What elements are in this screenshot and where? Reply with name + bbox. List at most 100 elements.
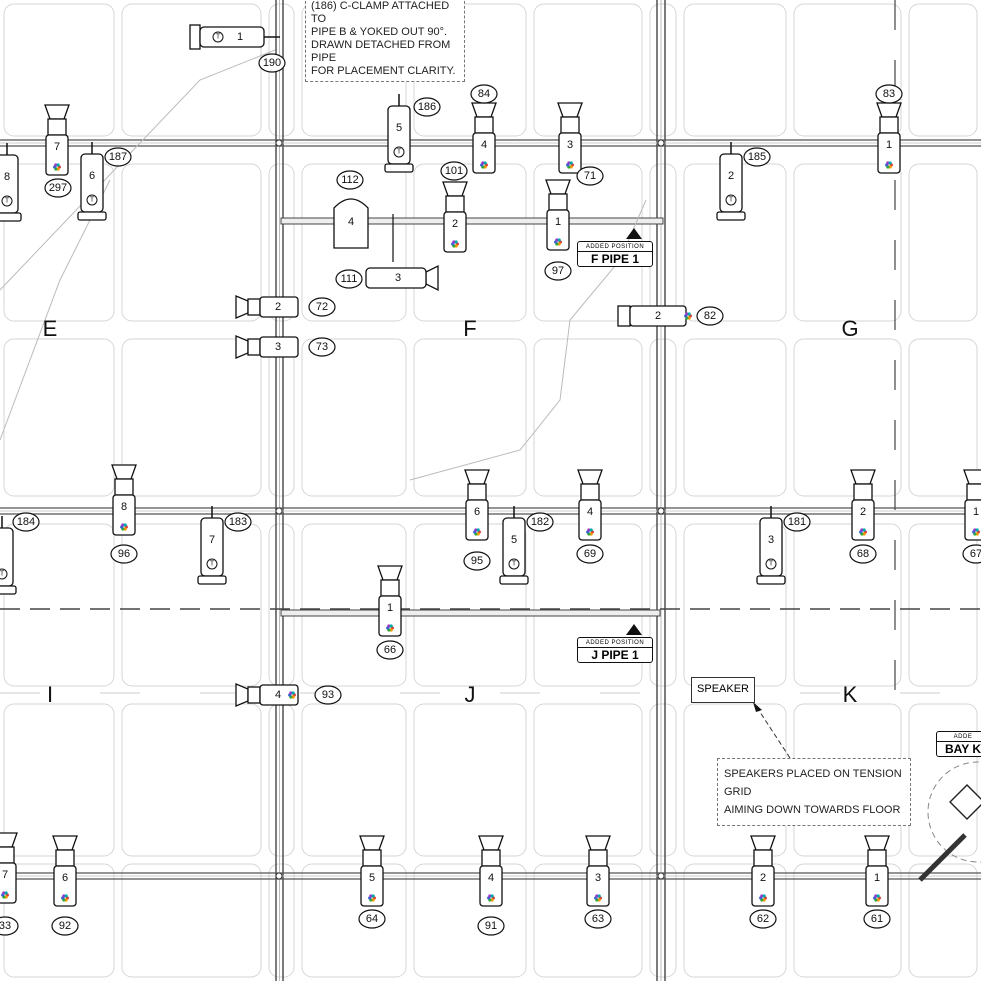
- channel-bubble: [576, 166, 604, 186]
- fixture: 166: [376, 565, 404, 660]
- grid-bay: [649, 863, 677, 978]
- grid-bay: [268, 863, 295, 978]
- fixture-t-letter: T: [769, 561, 774, 568]
- unit-number: 4: [348, 216, 354, 228]
- fixture-body: [53, 865, 77, 907]
- fixture-t-mark: [393, 146, 405, 158]
- fixture-t-mark: [508, 558, 520, 570]
- color-dot: [64, 898, 68, 902]
- fixture-t-mark: [765, 558, 777, 570]
- color-dot: [557, 238, 561, 242]
- speaker-label: SPEAKER: [691, 677, 755, 703]
- grid-bay: [121, 3, 262, 137]
- grid-bay: [268, 338, 295, 497]
- unit-number: 3: [768, 534, 774, 546]
- zone-label-f: F: [463, 316, 477, 341]
- channel-number: 92: [59, 920, 71, 932]
- fixture-barrel: [247, 338, 261, 356]
- channel-number: 64: [366, 913, 378, 925]
- color-dot: [4, 895, 8, 899]
- channel-bubble: [413, 97, 441, 117]
- grid-bay: [793, 338, 902, 497]
- fixture-lens: [585, 835, 611, 851]
- channel-number: 181: [788, 516, 806, 528]
- channel-number: 72: [316, 301, 328, 313]
- grid-bay: [793, 863, 902, 978]
- grid-bay: [793, 163, 902, 322]
- color-dot: [483, 165, 487, 169]
- fixture-t-letter: T: [5, 198, 10, 205]
- grid-bay: [3, 703, 115, 857]
- j-pipe-tag: ADDED POSITION J PIPE 1: [577, 637, 653, 663]
- unit-number: 8: [121, 501, 127, 513]
- clamp-note-line: FOR PLACEMENT CLARITY.: [311, 65, 456, 77]
- fixture-lens: [557, 102, 583, 118]
- channel-number: 186: [418, 101, 436, 113]
- fixture-body: [479, 865, 503, 907]
- unit-number: 2: [728, 170, 734, 182]
- grid-bay: [649, 338, 677, 497]
- color-dot: [587, 528, 591, 532]
- fixture-t-letter: T: [0, 571, 5, 578]
- channel-number: 61: [871, 913, 883, 925]
- fixture-body: [112, 494, 136, 536]
- grid-bay: [268, 703, 295, 857]
- color-dot: [762, 898, 766, 902]
- fixture-yoke: [0, 212, 22, 222]
- color-dot: [289, 691, 293, 695]
- color-dot: [975, 532, 979, 536]
- color-dot: [2, 891, 6, 895]
- clamp-note-line: PIPE B & YOKED OUT 90°.: [311, 26, 448, 38]
- fixture-yoke: [197, 575, 227, 585]
- bay-k-tag: ADDE BAY K: [936, 731, 981, 757]
- zone-label-e: E: [42, 316, 58, 341]
- fixture-barrel: [588, 849, 608, 867]
- fixture-barrel: [247, 298, 261, 316]
- f-pipe-tag: ADDED POSITION F PIPE 1: [577, 241, 653, 267]
- channel-number: 82: [704, 310, 716, 322]
- fixture-body: [558, 132, 582, 174]
- clamp-note-line: DRAWN DETACHED FROM PIPE: [311, 39, 451, 64]
- color-dot: [597, 894, 601, 898]
- fixture: 896: [110, 464, 138, 564]
- fixture-barrel: [445, 195, 465, 213]
- grid-bay: [908, 703, 978, 857]
- grid-bay: [649, 703, 677, 857]
- unit-number: 1: [973, 506, 979, 518]
- channel-number: 93: [322, 689, 334, 701]
- fixture-body: [546, 209, 570, 251]
- grid-bay: [3, 523, 115, 687]
- unit-number: 2: [860, 506, 866, 518]
- color-dot: [876, 894, 880, 898]
- grid-bay: [121, 338, 262, 497]
- color-dot: [876, 898, 880, 902]
- fixture-barrel: [467, 483, 487, 501]
- color-dot: [291, 691, 295, 695]
- fixture-barrel: [55, 849, 75, 867]
- unit-number: 1: [387, 602, 393, 614]
- channel-bubble: [0, 916, 19, 936]
- grid-bay: [908, 523, 978, 687]
- grid-bay: [121, 863, 262, 978]
- channel-number: 190: [263, 57, 281, 69]
- color-dot: [476, 532, 480, 536]
- fixture-lens: [617, 305, 631, 327]
- channel-bubble: [526, 512, 554, 532]
- channel-number: 112: [341, 174, 359, 186]
- fixture-yoke: [77, 211, 107, 221]
- fixture-lens: [464, 469, 490, 485]
- channel-number: 68: [857, 548, 869, 560]
- fixture-lens: [442, 181, 468, 197]
- grid-bay: [413, 703, 527, 857]
- bay-k-tag-small: ADDE: [937, 732, 981, 742]
- fixture-lens: [545, 179, 571, 195]
- fixture-lens: [864, 835, 890, 851]
- fixture-barrel: [580, 483, 600, 501]
- color-dot: [597, 898, 601, 902]
- speaker-note-line: AIMING DOWN TOWARDS FLOOR: [724, 804, 901, 816]
- fixture-body: [877, 132, 901, 174]
- fixture-body: [751, 865, 775, 907]
- channel-bubble: [44, 178, 72, 198]
